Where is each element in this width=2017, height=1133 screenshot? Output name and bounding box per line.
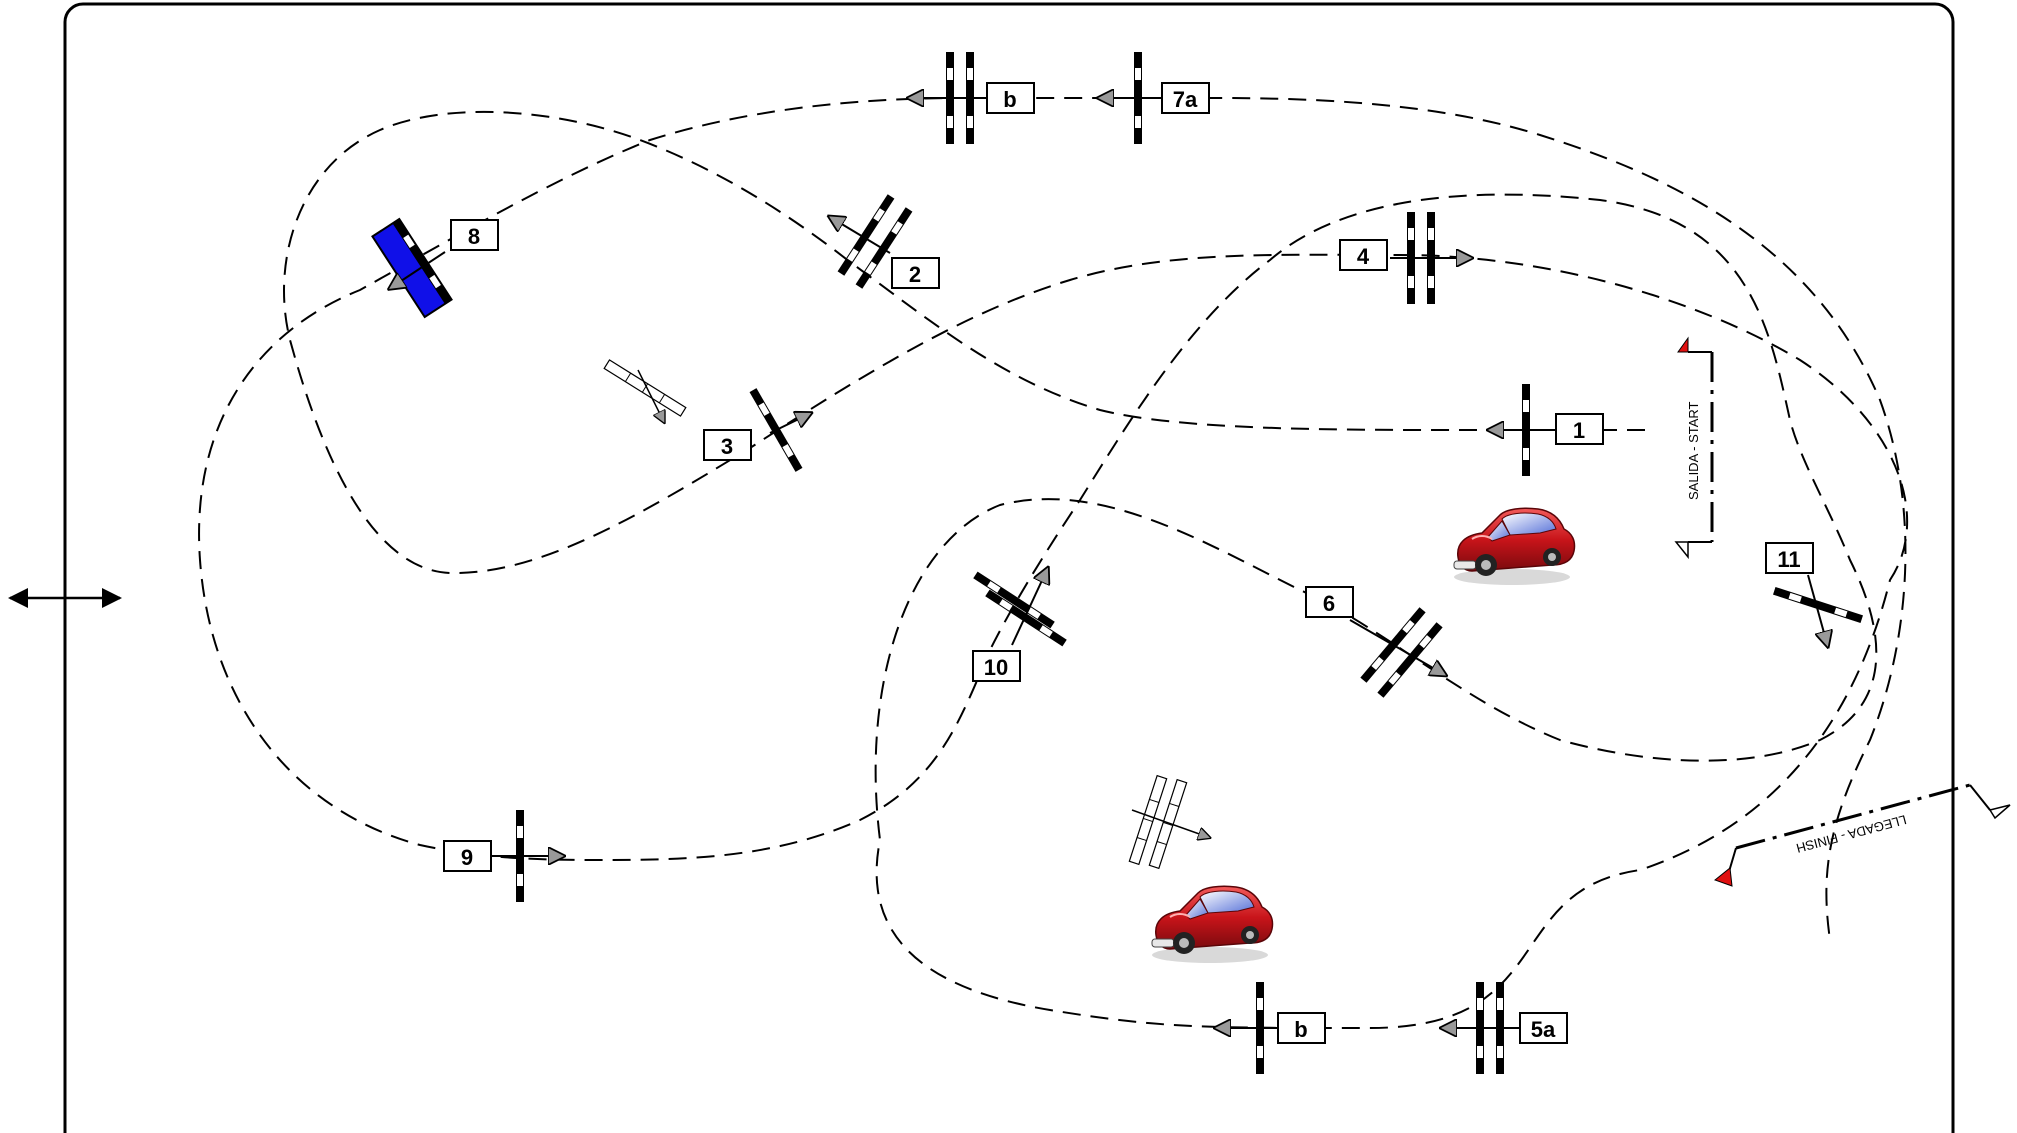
gate-1: 1 (1495, 384, 1604, 476)
alternate-gate (603, 359, 687, 418)
finish-line: LLEGADA - FINISH (1713, 783, 2011, 887)
arena-boundary (63, 2, 1955, 1133)
gate-label: 10 (984, 655, 1008, 680)
gate-2: 2 (835, 194, 940, 289)
gate-label: 9 (461, 845, 473, 870)
gate-label: b (1294, 1017, 1307, 1042)
gate-11: 11 (1765, 542, 1863, 640)
start-line: SALIDA - START (1674, 336, 1714, 560)
gate-10: 10 (972, 572, 1067, 682)
gate-7b: b (915, 52, 1035, 144)
gate-label: 1 (1573, 418, 1585, 443)
car-icon (1453, 507, 1576, 586)
gate-6: 6 (1305, 586, 1443, 698)
gate-label: 2 (909, 262, 921, 287)
start-sign: SALIDA - START (1686, 401, 1701, 500)
gate-label: 4 (1357, 244, 1370, 269)
gate-7a: 7a (1105, 52, 1210, 144)
gate-5b: b (1222, 982, 1326, 1074)
flag-icon (1713, 867, 1733, 887)
gate-label: 6 (1323, 591, 1335, 616)
gate-label: b (1003, 87, 1016, 112)
alternate-gate (1128, 775, 1205, 869)
gate-9: 9 (443, 810, 557, 902)
flag-icon (1674, 541, 1689, 560)
finish-sign: LLEGADA - FINISH (1795, 812, 1908, 856)
gate-label: 5a (1531, 1017, 1556, 1042)
gate-8: 8 (371, 217, 499, 319)
course-path (198, 96, 1909, 1030)
gate-label: 8 (468, 224, 480, 249)
gate-5a: 5a (1448, 982, 1568, 1074)
flag-icon (1677, 336, 1689, 353)
gate-4: 4 (1339, 212, 1465, 304)
gate-label: 11 (1777, 547, 1800, 572)
gate-label: 3 (721, 434, 733, 459)
gate-label: 7a (1173, 87, 1198, 112)
flag-icon (1988, 804, 2011, 820)
car-icon (1151, 885, 1274, 964)
gate-3: 3 (703, 388, 805, 472)
